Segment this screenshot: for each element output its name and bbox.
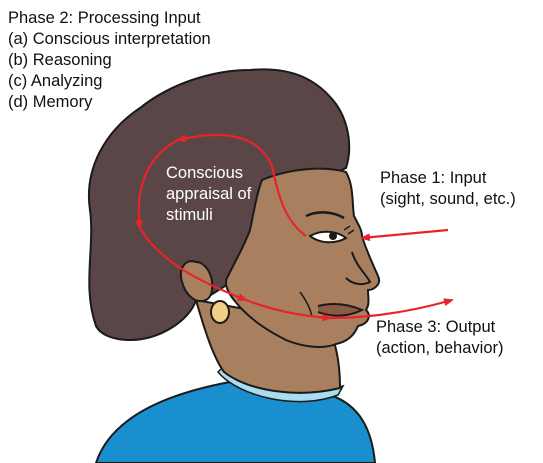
phase2-label: Phase 2: Processing Input (a) Conscious … <box>8 8 211 113</box>
phase2-title: Phase 2: Processing Input <box>8 8 211 29</box>
appraisal-line: appraisal of <box>166 184 251 205</box>
phase3-label: Phase 3: Output (action, behavior) <box>376 317 503 359</box>
phase2-item: (c) Analyzing <box>8 71 211 92</box>
appraisal-line: stimuli <box>166 205 251 226</box>
phase1-detail: (sight, sound, etc.) <box>380 189 516 210</box>
phase2-item: (b) Reasoning <box>8 50 211 71</box>
appraisal-label: Conscious appraisal of stimuli <box>166 163 251 226</box>
phase2-item: (d) Memory <box>8 92 211 113</box>
phase3-title: Phase 3: Output <box>376 317 503 338</box>
phase1-label: Phase 1: Input (sight, sound, etc.) <box>380 168 516 210</box>
phase3-detail: (action, behavior) <box>376 338 503 359</box>
phase1-title: Phase 1: Input <box>380 168 516 189</box>
phase2-item: (a) Conscious interpretation <box>8 29 211 50</box>
earring <box>211 301 229 323</box>
input-arrow <box>362 230 448 238</box>
appraisal-line: Conscious <box>166 163 251 184</box>
